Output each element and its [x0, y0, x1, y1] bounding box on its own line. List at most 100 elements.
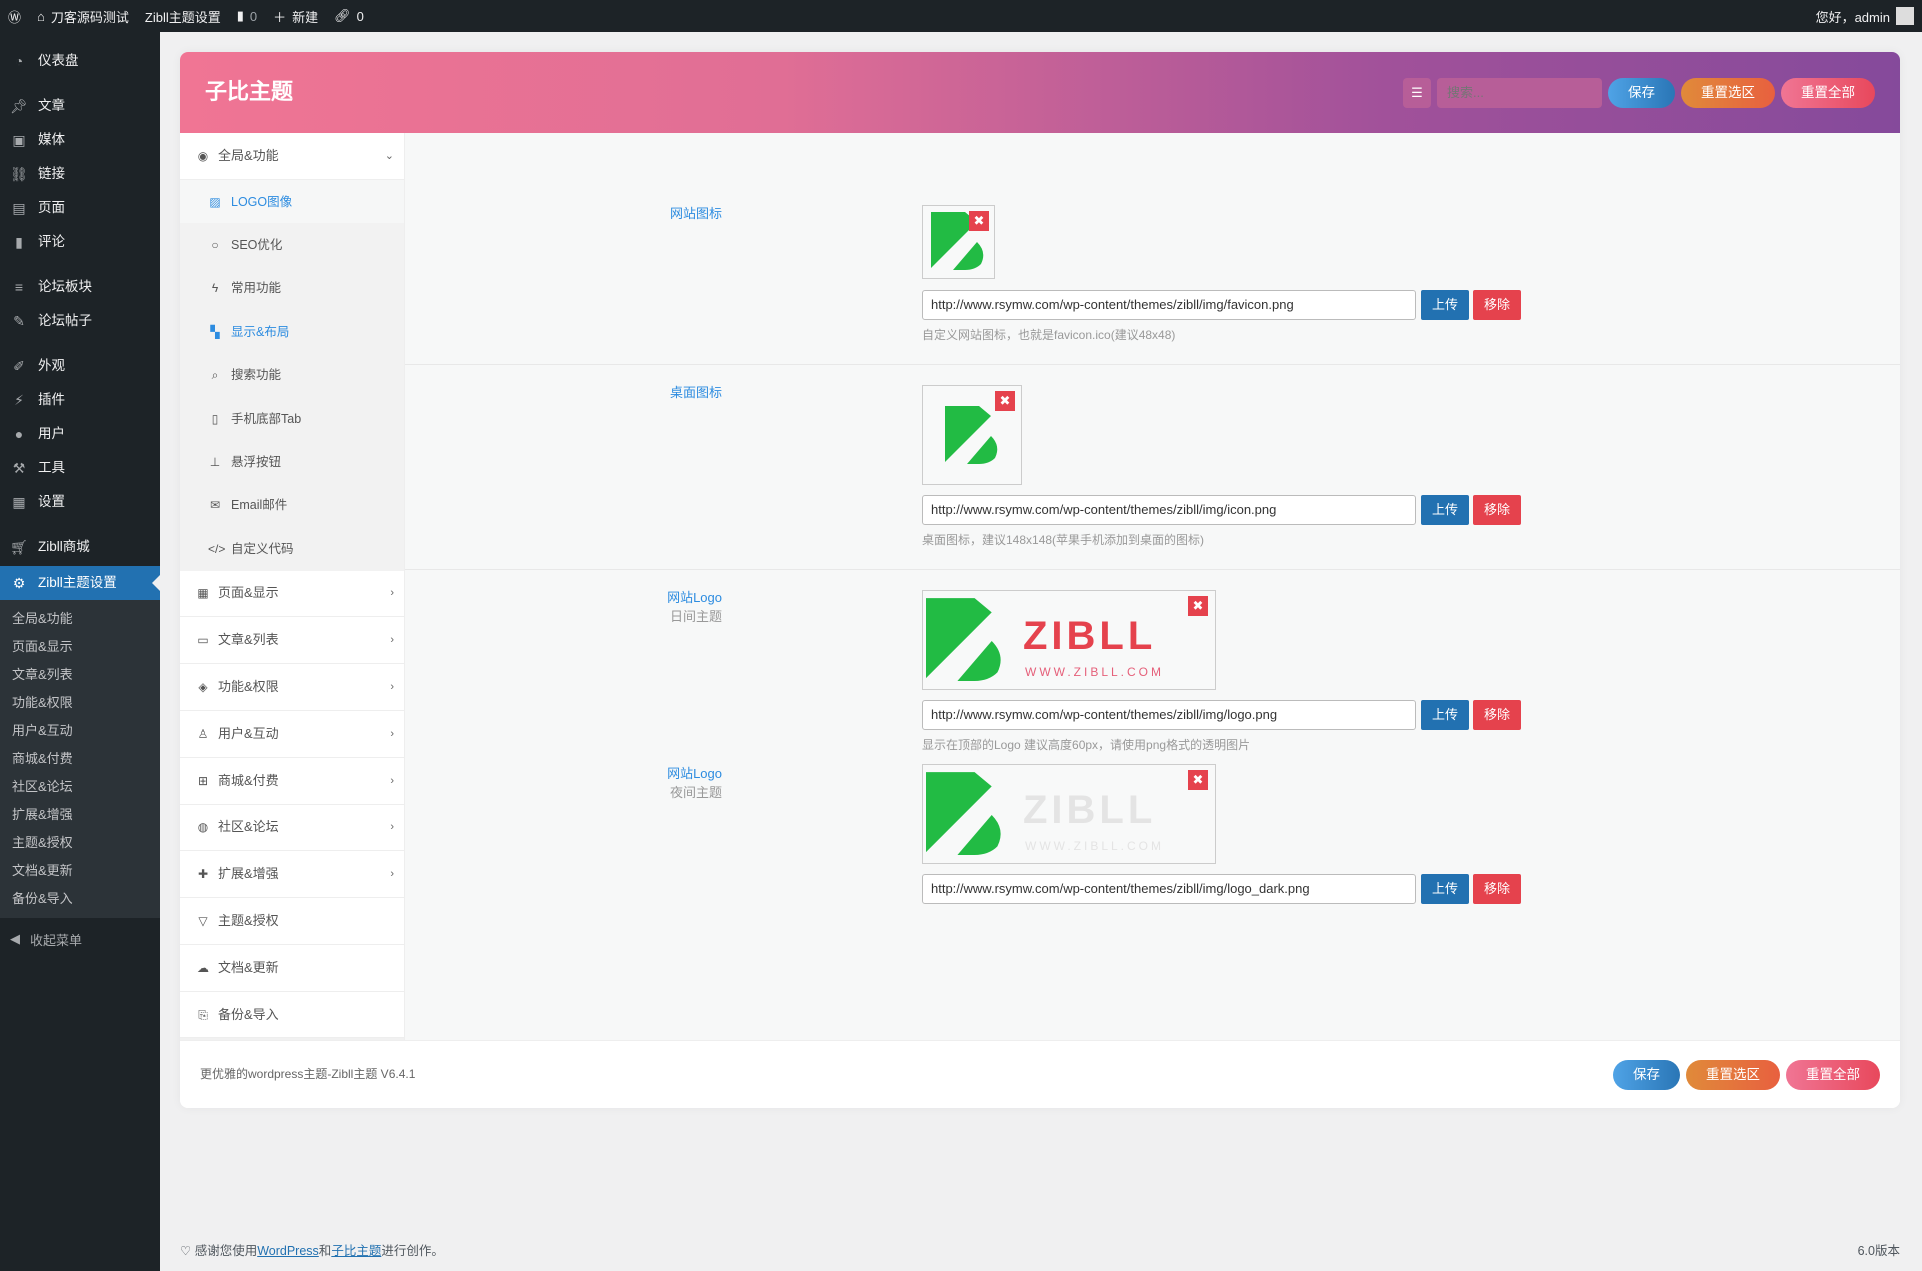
reset-section-button[interactable]: 重置选区: [1681, 78, 1775, 108]
nav-section[interactable]: ◈功能&权限›: [180, 664, 404, 711]
logo-url-input[interactable]: http://www.rsymw.com/wp-content/themes/z…: [922, 700, 1416, 730]
wp-menu-item[interactable]: ≡论坛板块: [0, 270, 160, 304]
upload-button[interactable]: 上传: [1421, 700, 1469, 730]
remove-button[interactable]: 移除: [1473, 495, 1521, 525]
wp-footer-text: ♡ 感谢您使用WordPress和子比主题进行创作。: [180, 1244, 444, 1258]
cart-icon: ⊞: [197, 773, 209, 788]
remove-image-icon[interactable]: ✖: [1188, 770, 1208, 790]
links-link[interactable]: 🔗︎0: [334, 8, 364, 24]
nav-section[interactable]: ▽主题&授权: [180, 898, 404, 945]
nav-section[interactable]: ✚扩展&增强›: [180, 851, 404, 899]
reset-all-button[interactable]: 重置全部: [1781, 78, 1875, 108]
save-button[interactable]: 保存: [1613, 1060, 1680, 1090]
nav-subitem[interactable]: ▚显示&布局: [180, 310, 404, 354]
chevron-right-icon: ›: [390, 634, 394, 647]
wp-menu-item[interactable]: ▤页面: [0, 191, 160, 225]
chevron-down-icon: ⌄: [384, 150, 394, 162]
nav-section[interactable]: ⊞商城&付费›: [180, 757, 404, 805]
wp-submenu-item[interactable]: 主题&授权: [12, 835, 73, 850]
wp-submenu-item[interactable]: 页面&显示: [12, 639, 73, 654]
wp-menu-item[interactable]: ▣媒体: [0, 123, 160, 157]
upload-button[interactable]: 上传: [1421, 495, 1469, 525]
favicon-url-input[interactable]: http://www.rsymw.com/wp-content/themes/z…: [922, 290, 1416, 320]
wp-submenu-item[interactable]: 备份&导入: [12, 891, 73, 906]
wp-menu-item[interactable]: ⚙Zibll主题设置: [0, 566, 160, 600]
wp-menu-item[interactable]: ⛓︎链接: [10, 166, 65, 182]
comment-icon: ▮: [15, 234, 23, 250]
upload-button[interactable]: 上传: [1421, 290, 1469, 320]
logo-dark-url-input[interactable]: http://www.rsymw.com/wp-content/themes/z…: [922, 874, 1416, 904]
remove-button[interactable]: 移除: [1473, 700, 1521, 730]
remove-image-icon[interactable]: ✖: [969, 211, 989, 231]
remove-image-icon[interactable]: ✖: [1188, 596, 1208, 616]
settings-content: ? 网站图标 ✖ http://www.rsymw.com/wp-content…: [405, 133, 1900, 1040]
wp-submenu-item[interactable]: 文档&更新: [12, 863, 73, 878]
chevron-right-icon: ›: [390, 868, 394, 881]
mobile-icon: ▯: [211, 411, 219, 426]
save-button[interactable]: 保存: [1608, 78, 1675, 108]
wp-menu-item[interactable]: 📌︎文章: [10, 98, 65, 114]
wp-submenu-item[interactable]: 全局&功能: [12, 611, 73, 626]
wrench-icon: ⚒︎: [12, 460, 26, 476]
nav-section[interactable]: ⎘备份&导入: [180, 991, 404, 1039]
wp-submenu-item[interactable]: 文章&列表: [12, 667, 73, 682]
zibll-b-logo-icon: [945, 406, 998, 464]
collapse-menu-button[interactable]: ◀收起菜单: [10, 931, 83, 948]
wordpress-link[interactable]: WordPress: [257, 1244, 319, 1258]
wp-menu-item[interactable]: ⚡︎插件: [0, 383, 160, 417]
nav-section[interactable]: ▦页面&显示›: [180, 570, 404, 618]
wp-menu-item[interactable]: ✐外观: [0, 349, 160, 383]
remove-button[interactable]: 移除: [1473, 874, 1521, 904]
remove-image-icon[interactable]: ✖: [995, 391, 1015, 411]
desktop-icon-url-input[interactable]: http://www.rsymw.com/wp-content/themes/z…: [922, 495, 1416, 525]
nav-section[interactable]: ☁文档&更新: [180, 944, 404, 992]
pin-icon: 📌︎: [10, 98, 28, 114]
nav-section-global[interactable]: ◉全局&功能⌄: [180, 133, 404, 180]
search-icon: ⌕: [211, 368, 219, 383]
nav-subitem[interactable]: ▯手机底部Tab: [180, 396, 404, 441]
zibll-link[interactable]: 子比主题: [331, 1244, 382, 1258]
settings-panel: 子比主题 ☰ 保存 重置选区 重置全部 ◉全局&功能⌄ ▨LOGO图像○SEO优…: [180, 52, 1900, 1108]
wp-submenu-item[interactable]: 功能&权限: [12, 695, 73, 710]
nav-section[interactable]: ▭文章&列表›: [180, 617, 404, 665]
wp-menu-item[interactable]: ▮评论: [0, 225, 160, 259]
field-label: 网站图标: [669, 206, 722, 221]
reset-all-button[interactable]: 重置全部: [1786, 1060, 1880, 1090]
wp-menu-item[interactable]: 🛒︎Zibll商城: [10, 539, 90, 555]
upload-button[interactable]: 上传: [1421, 874, 1469, 904]
page-icon: ▤: [12, 200, 26, 216]
expand-all-icon[interactable]: ☰: [1403, 78, 1431, 108]
wp-menu-item[interactable]: ◔仪表盘: [0, 44, 160, 78]
wp-menu-item[interactable]: ●用户: [0, 417, 160, 451]
nav-subitem[interactable]: ○SEO优化: [180, 223, 404, 267]
nav-section[interactable]: ♙用户&互动›: [180, 710, 404, 758]
wp-submenu-item[interactable]: 商城&付费: [12, 751, 73, 766]
wp-menu-item[interactable]: ⚒︎工具: [0, 451, 160, 485]
logo-wordmark: ZIBLL: [1023, 614, 1157, 658]
nav-subitem[interactable]: </>自定义代码: [180, 527, 404, 571]
wp-menu-item[interactable]: ✎论坛帖子: [0, 304, 160, 338]
account-menu[interactable]: 您好，admin: [1816, 7, 1922, 26]
search-input[interactable]: [1437, 78, 1602, 108]
nav-subitem[interactable]: ✉Email邮件: [180, 483, 404, 528]
nav-subitem[interactable]: ⌕搜索功能: [180, 353, 404, 397]
favicon-preview: ✖: [922, 205, 995, 279]
nav-subitem[interactable]: ▨LOGO图像: [180, 180, 404, 224]
field-description: 自定义网站图标，也就是favicon.ico(建议48x48): [922, 328, 1176, 342]
remove-button[interactable]: 移除: [1473, 290, 1521, 320]
wp-submenu-item[interactable]: 社区&论坛: [12, 779, 73, 794]
wp-submenu-item[interactable]: 扩展&增强: [12, 807, 73, 822]
reset-section-button[interactable]: 重置选区: [1686, 1060, 1780, 1090]
comments-link[interactable]: ▮0: [236, 8, 258, 24]
theme-settings-link[interactable]: Zibll主题设置: [144, 9, 221, 25]
nav-subitem[interactable]: ⊥悬浮按钮: [180, 440, 404, 484]
wordpress-logo-icon[interactable]: Ⓦ: [8, 9, 22, 25]
divider: [405, 364, 1900, 365]
wp-menu-item[interactable]: ▦设置: [0, 485, 160, 519]
link-icon: 🔗︎: [334, 8, 351, 23]
new-content-link[interactable]: ＋新建: [265, 0, 326, 32]
site-link[interactable]: ⌂刀客源码测试: [37, 8, 129, 25]
nav-section[interactable]: ◍社区&论坛›: [180, 804, 404, 852]
wp-submenu-item[interactable]: 用户&互动: [12, 723, 73, 738]
